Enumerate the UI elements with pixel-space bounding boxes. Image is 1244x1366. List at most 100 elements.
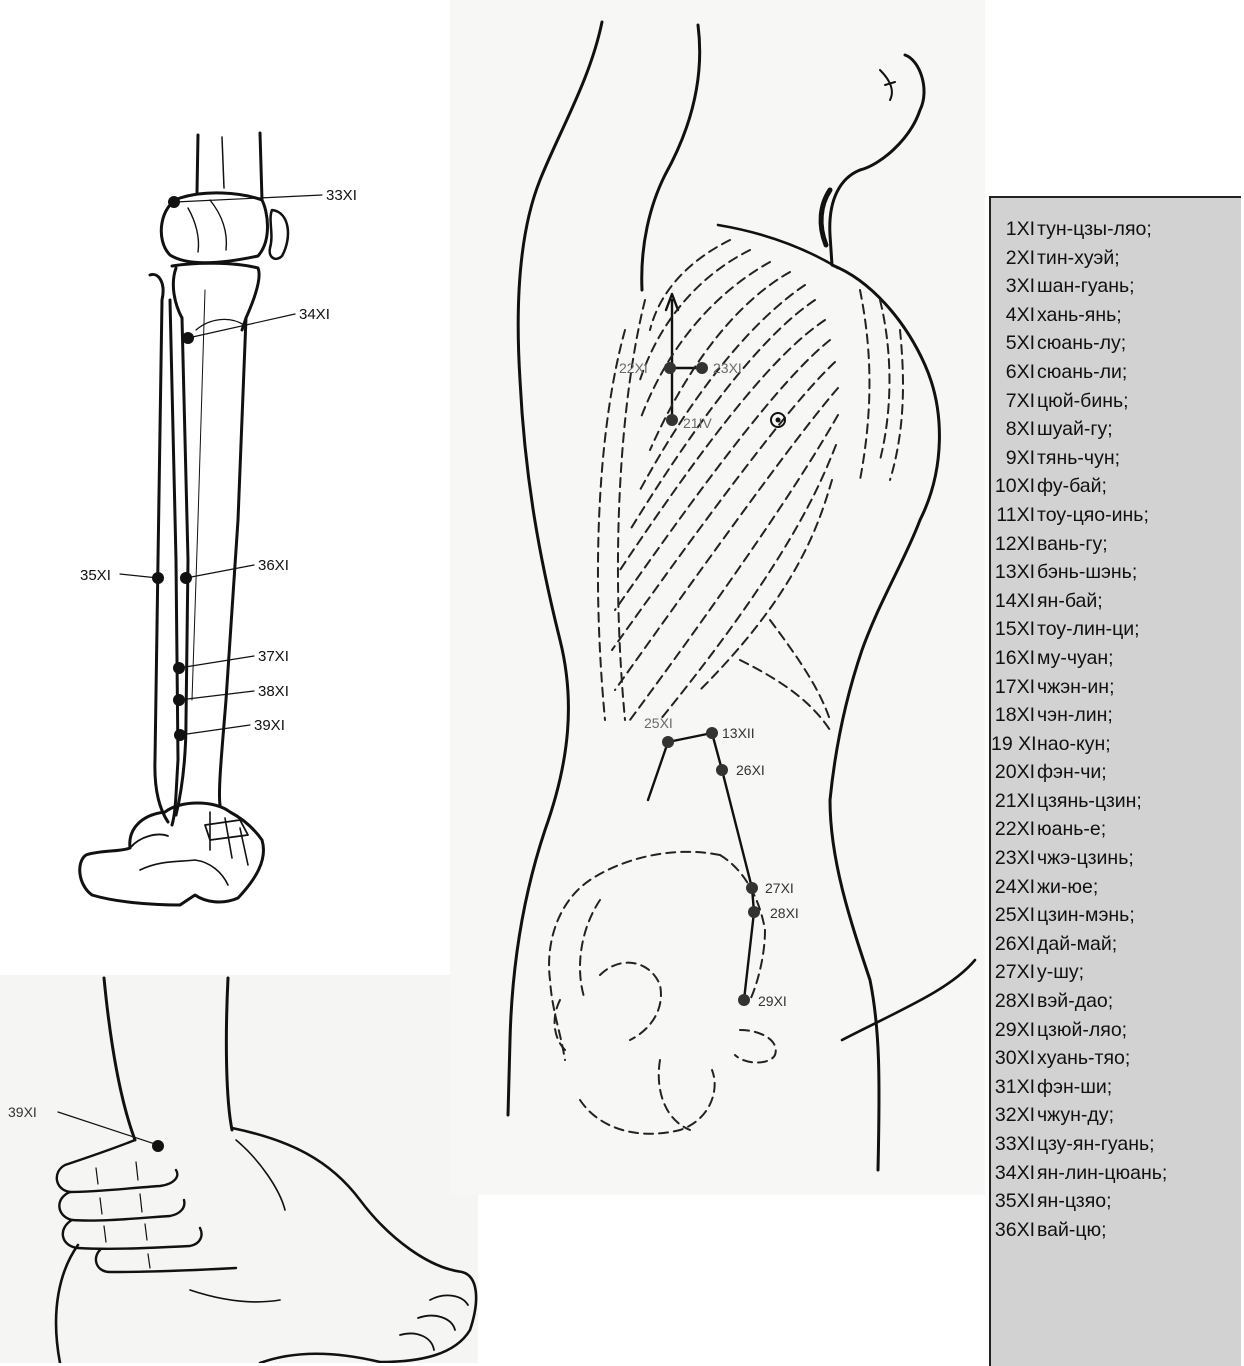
legend-item: 11XIтоу-цяо-инь;	[991, 501, 1241, 530]
torso-figure: 22XI 23XI 21IV 25XI 13XII 26XI 27XI 28XI…	[450, 0, 985, 1195]
legend-item-name: чэн-лин;	[1037, 704, 1113, 726]
legend-item-code: 32XI	[991, 1101, 1035, 1130]
legend-item: 14XIян-бай;	[991, 587, 1241, 616]
point-23xi	[696, 362, 708, 374]
legend-item-code: 1XI	[991, 215, 1035, 244]
point-26xi	[716, 764, 728, 776]
legend-item-code: 13XI	[991, 558, 1035, 587]
legend-item-code: 21XI	[991, 787, 1035, 816]
legend-item: 17XIчжэн-ин;	[991, 673, 1241, 702]
legend-item: 7XIцюй-бинь;	[991, 387, 1241, 416]
legend-item-code: 16XI	[991, 644, 1035, 673]
legend-item-code: 10XI	[991, 472, 1035, 501]
label-29xi: 29XI	[758, 993, 787, 1009]
legend-item-name: тоу-цяо-инь;	[1037, 504, 1149, 526]
point-34xi	[182, 332, 194, 344]
point-25xi	[662, 736, 674, 748]
legend-item-name: цзин-мэнь;	[1037, 904, 1135, 926]
point-21iv	[666, 414, 678, 426]
ankle-bone-detail	[140, 812, 248, 885]
legend-item: 5XIсюань-лу;	[991, 329, 1241, 358]
acupoint-legend: 1XIтун-цзы-ляо;2XIтин-хуэй;3XIшан-гуань;…	[989, 196, 1241, 1366]
label-34xi: 34XI	[299, 306, 330, 323]
legend-item-name: ян-цзяо;	[1037, 1190, 1112, 1212]
legend-item-code: 14XI	[991, 587, 1035, 616]
label-36xi: 36XI	[258, 557, 289, 574]
label-25xi: 25XI	[644, 715, 673, 731]
leg-labels: 33XI 34XI 35XI 36XI 37XI 38XI 39XI	[80, 187, 357, 734]
legend-item: 9XIтянь-чун;	[991, 444, 1241, 473]
legend-item-code: 20XI	[991, 758, 1035, 787]
legend-item-code: 27XI	[991, 958, 1035, 987]
legend-item: 27XIу-шу;	[991, 958, 1241, 987]
legend-item-name: у-шу;	[1037, 961, 1084, 983]
legend-item-name: вань-гу;	[1037, 533, 1108, 555]
point-36xi	[180, 572, 192, 584]
legend-item: 15XIтоу-лин-ци;	[991, 615, 1241, 644]
legend-item-code: 36XI	[991, 1216, 1035, 1245]
label-39xi: 39XI	[254, 717, 285, 734]
legend-item-name: чжэ-цзинь;	[1037, 847, 1134, 869]
legend-item-name: цзюй-ляо;	[1037, 1019, 1127, 1041]
legend-item-code: 31XI	[991, 1073, 1035, 1102]
legend-item: 26XIдай-май;	[991, 930, 1241, 959]
legend-item: 20XIфэн-чи;	[991, 758, 1241, 787]
point-39xi-foot	[152, 1140, 164, 1152]
point-33xi	[168, 196, 180, 208]
label-35xi: 35XI	[80, 567, 111, 584]
legend-item-code: 17XI	[991, 673, 1035, 702]
patella	[270, 210, 288, 259]
label-23xi: 23XI	[713, 360, 742, 376]
legend-item-code: 22XI	[991, 815, 1035, 844]
legend-item-name: цюй-бинь;	[1037, 390, 1129, 412]
legend-item-name: цзу-ян-гуань;	[1037, 1133, 1155, 1155]
legend-item-code: 25XI	[991, 901, 1035, 930]
legend-item-code: 34XI	[991, 1159, 1035, 1188]
fibula	[150, 274, 178, 825]
legend-item-code: 12XI	[991, 530, 1035, 559]
label-38xi: 38XI	[258, 683, 289, 700]
legend-item-code: 11XI	[991, 501, 1035, 530]
legend-item-code: 8XI	[991, 415, 1035, 444]
legend-item-code: 23XI	[991, 844, 1035, 873]
legend-item-name: тоу-лин-ци;	[1037, 618, 1140, 640]
label-39xi-foot: 39XI	[8, 1104, 37, 1120]
legend-item-name: чжэн-ин;	[1037, 676, 1115, 698]
legend-item-name: хань-янь;	[1037, 304, 1122, 326]
label-33xi: 33XI	[326, 187, 357, 204]
legend-item: 24XIжи-юе;	[991, 873, 1241, 902]
foot-hand-figure: 39XI	[0, 975, 478, 1363]
legend-item-code: 9XI	[991, 444, 1035, 473]
condyle-detail	[188, 200, 226, 252]
label-21iv: 21IV	[683, 415, 712, 431]
legend-item-name: тянь-чун;	[1037, 447, 1120, 469]
point-39xi	[174, 729, 186, 741]
legend-item: 33XIцзу-ян-гуань;	[991, 1130, 1241, 1159]
legend-item-name: тин-хуэй;	[1037, 247, 1120, 269]
nipple-marker-inner	[776, 418, 781, 423]
legend-item-code: 35XI	[991, 1187, 1035, 1216]
femur-inner-line	[222, 137, 224, 188]
label-27xi: 27XI	[765, 880, 794, 896]
tibia-shaft	[176, 318, 246, 815]
legend-item-code: 5XI	[991, 329, 1035, 358]
legend-item-name: жи-юе;	[1037, 876, 1098, 898]
legend-item-name: шуай-гу;	[1037, 418, 1113, 440]
legend-item-code: 3XI	[991, 272, 1035, 301]
legend-item-name: ян-лин-цюань;	[1037, 1162, 1167, 1184]
legend-item: 10XIфу-бай;	[991, 472, 1241, 501]
label-28xi: 28XI	[770, 905, 799, 921]
